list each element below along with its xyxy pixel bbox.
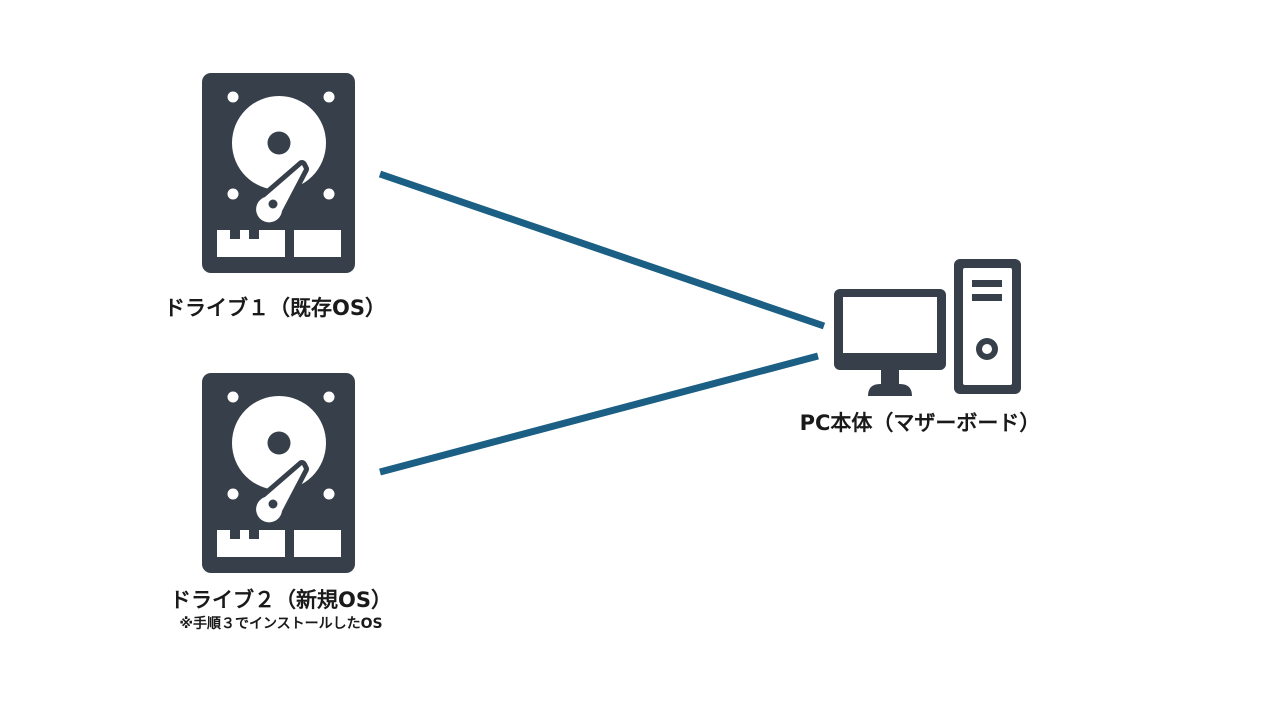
connector-drive1-pc xyxy=(378,170,826,330)
drive2-note: ※手順３でインストールしたOS xyxy=(179,616,383,632)
pc-label: PC本体（マザーボード） xyxy=(799,411,1041,435)
hard-disk-drive-icon xyxy=(202,373,355,573)
hard-disk-drive-icon xyxy=(202,73,355,273)
drive1-label: ドライブ１（既存OS） xyxy=(164,296,386,320)
drive2-label: ドライブ２（新規OS） xyxy=(170,588,392,612)
desktop-computer-icon xyxy=(834,259,1021,396)
connector-drive2-pc xyxy=(379,352,819,476)
